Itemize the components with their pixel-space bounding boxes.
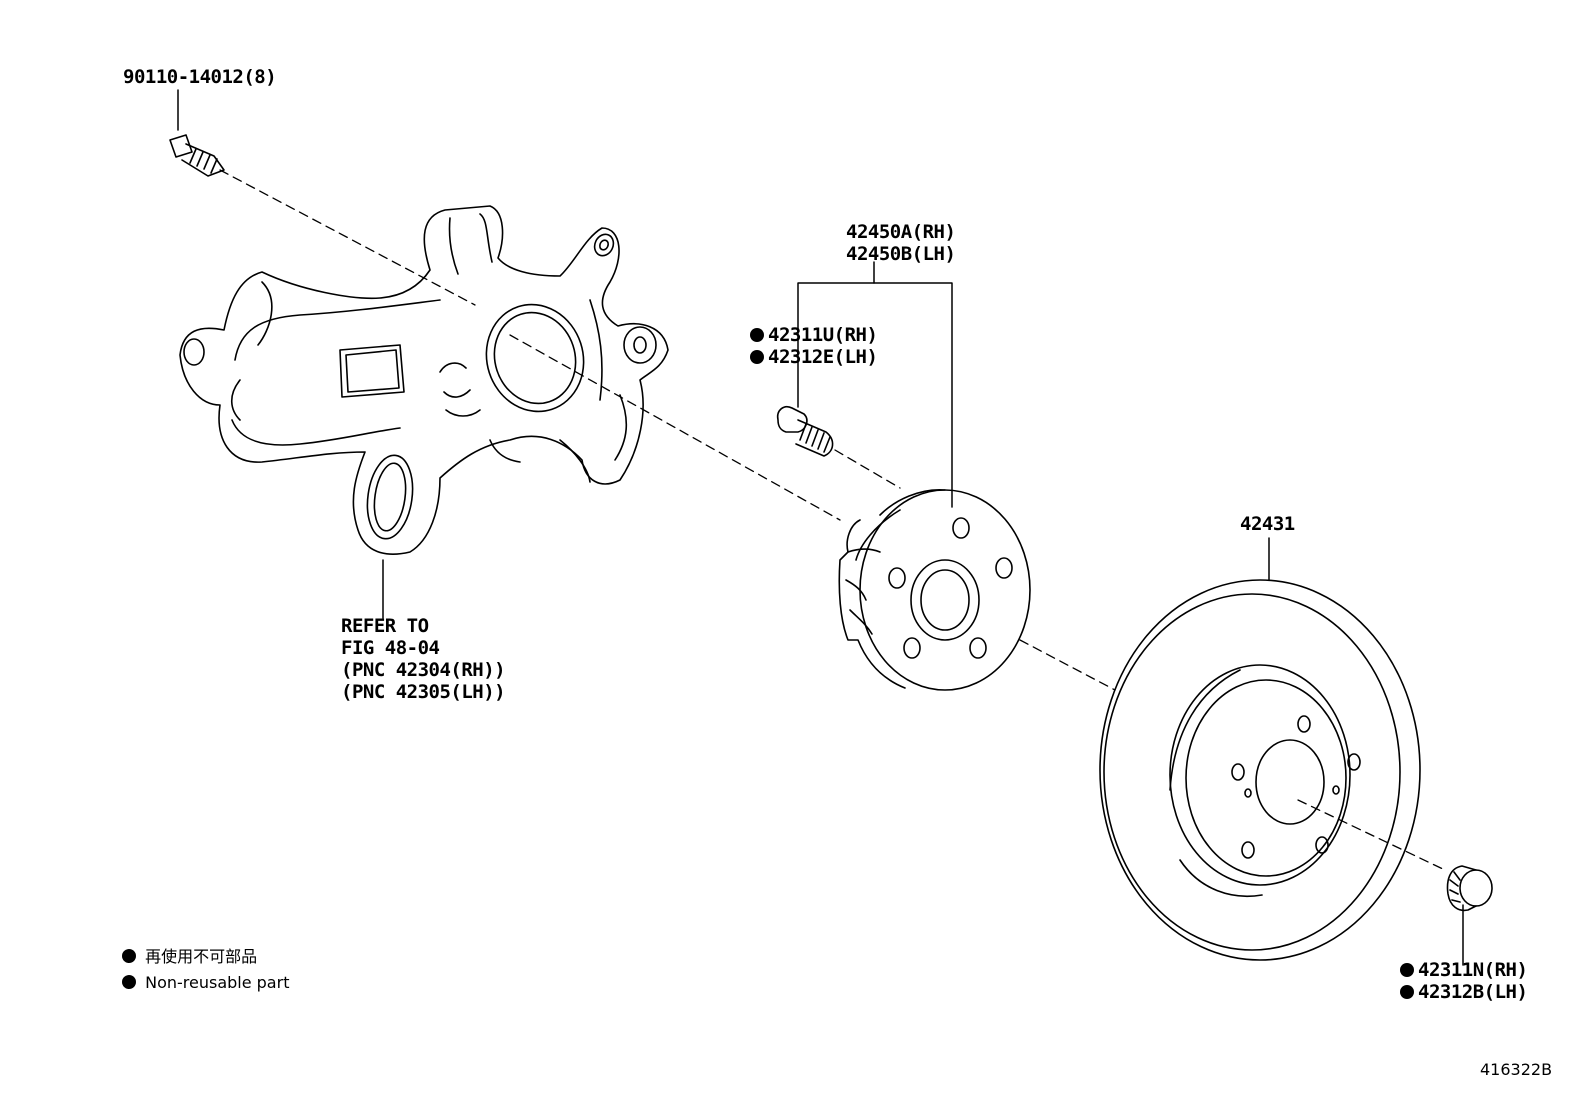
callout-stud-lh: 42312E(LH)	[750, 346, 878, 368]
callout-knuckle-ref-3: (PNC 42304(RH))	[341, 659, 506, 681]
non-reusable-bullet-icon	[750, 350, 764, 364]
callout-bolt: 90110-14012(8)	[123, 66, 277, 88]
brake-rotor-drawing	[1099, 579, 1421, 961]
callout-knuckle-ref-1: REFER TO	[341, 615, 429, 637]
legend-jp: 再使用不可部品	[122, 947, 257, 967]
callout-hub-rh: 42450A(RH)	[846, 221, 956, 243]
callout-rotor: 42431	[1240, 513, 1295, 535]
leader-lines	[177, 89, 1464, 966]
callout-nut-lh: 42312B(LH)	[1400, 981, 1528, 1003]
callout-knuckle-ref-4: (PNC 42305(LH))	[341, 681, 506, 703]
non-reusable-bullet-icon	[750, 328, 764, 342]
non-reusable-bullet-icon	[1400, 985, 1414, 999]
legend-bullet-icon	[122, 975, 136, 989]
figure-id: 416322B	[1480, 1060, 1553, 1079]
knuckle-bolt-drawing	[169, 134, 225, 177]
callout-nut-rh: 42311N(RH)	[1400, 959, 1528, 981]
callout-knuckle-ref-2: FIG 48-04	[341, 637, 440, 659]
non-reusable-bullet-icon	[1400, 963, 1414, 977]
hub-nut-drawing	[1446, 865, 1493, 912]
assembly-dashed-lines	[219, 169, 1446, 871]
legend-bullet-icon	[122, 949, 136, 963]
steering-knuckle-drawing	[179, 205, 669, 555]
legend-en: Non-reusable part	[122, 973, 289, 993]
callout-stud-rh: 42311U(RH)	[750, 324, 878, 346]
callout-hub-lh: 42450B(LH)	[846, 243, 956, 265]
hub-assembly-drawing	[838, 489, 1031, 691]
wheel-stud-drawing	[776, 405, 834, 457]
